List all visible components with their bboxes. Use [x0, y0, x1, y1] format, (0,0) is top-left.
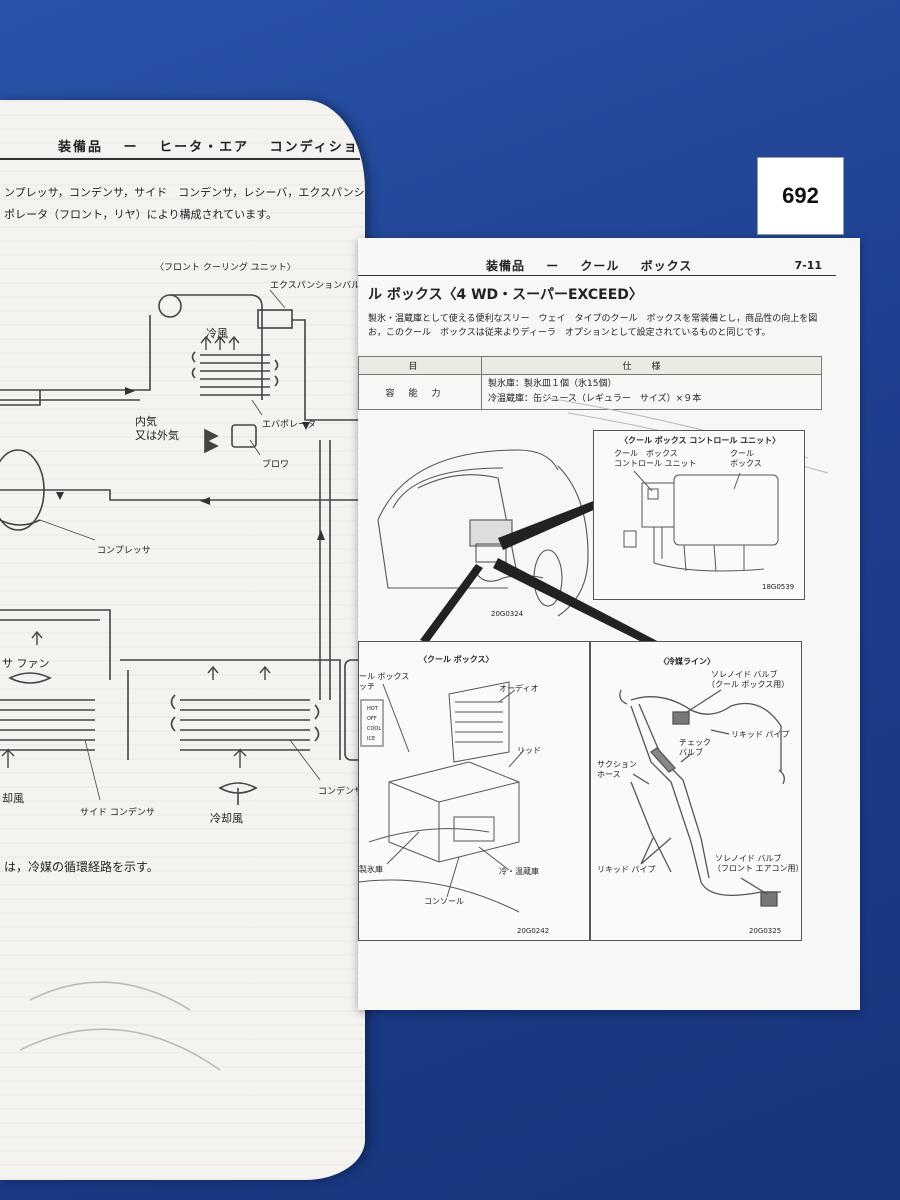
label-check-valve-2: バルブ [679, 748, 703, 757]
show-through-texture [0, 100, 365, 1180]
body-line: ンプレッサ，コンデンサ，サイド コンデンサ，レシーバ，エクスパンシ [4, 186, 365, 199]
switch-mode-cool: COOL [367, 726, 382, 732]
label-cooling-air-2: 冷却風 [210, 812, 243, 825]
label-switch-2: ッチ [359, 682, 375, 691]
label-solenoid-2-sub: （フロント エアコン用） [713, 864, 802, 873]
switch-mode-off: OFF [367, 716, 377, 722]
drawing-code: 18G0539 [762, 583, 795, 591]
page-number: 7-11 [794, 259, 822, 272]
label-solenoid-2: ソレノイド バルブ [715, 854, 782, 863]
value-cell: 製氷庫：製氷皿１個（氷15個） 冷温蔵庫：缶ジュース（レギュラー サイズ）×９本 [481, 374, 822, 410]
label-box-2: ボックス [730, 459, 762, 468]
label-compressor: コンプレッサ [97, 546, 151, 556]
left-page: 装備品 ー ヒータ・エア コンディショナ ンプレッサ，コンデンサ，サイド コンデ… [0, 100, 365, 1180]
header-part: ボックス [640, 259, 693, 273]
label-control-unit-2: コントロール ユニット [614, 459, 697, 468]
drawing-code: 20G0242 [517, 927, 550, 935]
label-condenser-fan: サ ファン [2, 657, 50, 670]
label-cold-air: 冷風 [206, 327, 228, 340]
label-suction-hose: サクション [597, 760, 637, 769]
label-outside-air: 又は外気 [135, 429, 179, 442]
header-part: ー [546, 259, 560, 273]
control-unit-drawing [623, 470, 779, 572]
inset-title: 〈冷媒ライン〉 [659, 657, 715, 666]
inset-control-unit: 〈クール ボックス コントロール ユニット〉 クール ボックス コントロール ユ… [593, 430, 805, 600]
label-cooling-air: 却風 [2, 792, 24, 805]
header-cell: 仕様 [481, 356, 822, 375]
intro-line: 製氷・温蔵庫として使える便利なスリー ウェイ タイプのクール ボックスを常装備と… [368, 314, 818, 324]
inset-title: 〈クール ボックス〉 [419, 655, 494, 664]
label-expansion-valve: エクスパンションバルブ [270, 281, 365, 291]
switch-mode-ice: ICE [367, 736, 376, 742]
item-number-sticker: 692 [757, 157, 844, 235]
right-page: 装備品 ー クール ボックス 7-11 ル ボックス〈4 WD・スーパーEXCE… [358, 238, 860, 1010]
drawing-code: 20G0324 [491, 610, 524, 618]
footnote: は，冷媒の循環経路を示す。 [4, 860, 159, 874]
label-inside-air: 内気 [135, 415, 157, 428]
table-header-row: 目 仕様 [358, 356, 822, 375]
intro-line: お，このクール ボックスは従来よりディーラ オプションとして設定されているものと… [368, 328, 771, 338]
header-part: 装備品 [58, 140, 104, 155]
right-page-header: 装備品 ー クール ボックス [486, 257, 708, 274]
header-part: ヒータ・エア [159, 140, 250, 155]
label-condenser: コンデンサ [318, 787, 364, 797]
header-cell: 目 [358, 356, 482, 375]
label-ice-compartment: 製氷庫 [359, 865, 383, 874]
drawing-code: 20G0325 [749, 927, 782, 935]
label-solenoid-1: ソレノイド バルブ [711, 670, 778, 679]
header-part: 装備品 [486, 259, 526, 273]
header-part: クール [580, 259, 620, 273]
label-switch-1: ール ボックス [359, 672, 410, 681]
label-check-valve: チェック [679, 738, 711, 747]
spec-value: 冷温蔵庫：缶ジュース（レギュラー サイズ）×９本 [488, 394, 702, 404]
inset-refrigerant-line: 〈冷媒ライン〉 ソレノイド バルブ （クール ボックス用） リキッド パイプ チ… [590, 641, 802, 941]
switch-mode-hot: HOT [367, 706, 378, 712]
inset-title: 〈クール ボックス コントロール ユニット〉 [620, 436, 781, 445]
label-blower: ブロワ [262, 460, 290, 470]
label-suction-hose-2: ホース [597, 770, 621, 779]
spec-table: 目 仕様 容能力 製氷庫：製氷皿１個（氷15個） 冷温蔵庫：缶ジュース（レギュラ… [358, 356, 822, 410]
label-solenoid-1-sub: （クール ボックス用） [707, 680, 790, 689]
inset-cool-box: 〈クール ボックス〉 ール ボックス ッチ オーディオ リッド 製氷庫 コンソー… [358, 641, 590, 941]
header-part: コンディショナ [269, 140, 365, 155]
left-page-header: 装備品 ー ヒータ・エア コンディショナ [58, 136, 365, 155]
header-part: ー [123, 140, 139, 155]
spec-value: 製氷庫：製氷皿１個（氷15個） [488, 379, 617, 389]
label-liquid-pipe-2: リキッド パイプ [597, 865, 656, 874]
table-row: 容能力 製氷庫：製氷皿１個（氷15個） 冷温蔵庫：缶ジュース（レギュラー サイズ… [358, 374, 822, 410]
item-cell: 容能力 [358, 374, 482, 410]
label-side-condenser: サイド コンデンサ [80, 808, 155, 818]
diagram-caption: 〈フロント クーリング ユニット〉 [155, 263, 296, 273]
section-title: ル ボックス〈4 WD・スーパーEXCEED〉 [368, 287, 643, 303]
label-audio: オーディオ [499, 684, 539, 693]
header-rule [0, 158, 360, 160]
label-evaporator: エバポレータ [262, 420, 317, 430]
cool-box-drawing [359, 681, 525, 913]
refrigerant-circuit-diagram [0, 289, 365, 1071]
header-rule [358, 275, 836, 276]
label-cold-warm: 冷・温蔵庫 [499, 867, 539, 876]
body-line: ポレータ（フロント，リヤ）により構成されています。 [4, 208, 278, 221]
label-liquid-pipe-1: リキッド パイプ [731, 730, 790, 739]
label-control-unit-1: クール ボックス [614, 449, 678, 458]
label-box-1: クール [730, 449, 754, 458]
label-lid: リッド [517, 746, 541, 755]
label-console: コンソール [424, 897, 464, 906]
refrigerant-line-drawing [619, 689, 785, 907]
